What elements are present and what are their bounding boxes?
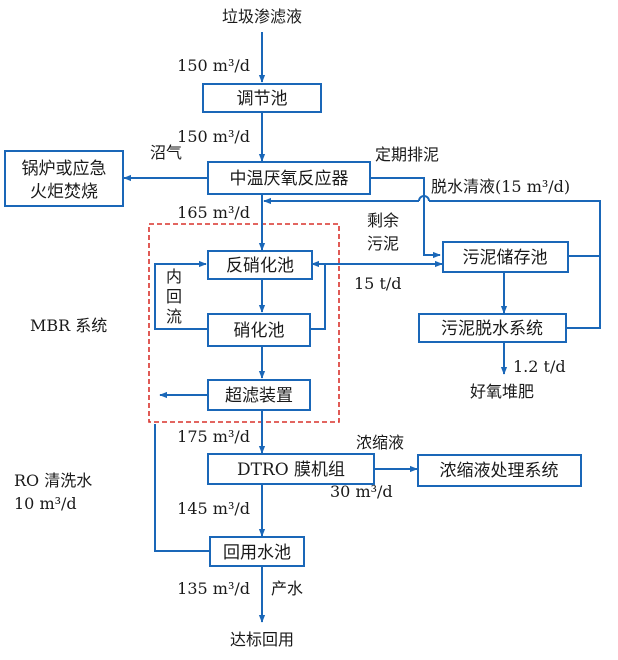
- excess-sludge-label-2: 污泥: [367, 234, 399, 253]
- sludge-storage-label: 污泥储存池: [463, 248, 548, 268]
- filtrate-label: 脱水清液(15 m³/d): [431, 177, 570, 196]
- nitrify-tank-label: 硝化池: [234, 321, 285, 341]
- concentrate-treatment-label: 浓缩液处理系统: [440, 461, 559, 481]
- mbr-system-label: MBR 系统: [30, 316, 107, 335]
- flow-150-b: 150 m³/d: [177, 127, 250, 146]
- flow-145: 145 m³/d: [177, 499, 250, 518]
- ultrafiltration-label: 超滤装置: [225, 386, 293, 406]
- denitrify-tank-label: 反硝化池: [226, 256, 294, 276]
- arrow-internal-reflux: [154, 260, 208, 330]
- adjust-tank-box: [202, 83, 322, 113]
- flow-30: 30 m³/d: [330, 482, 393, 501]
- adjust-tank-label: 调节池: [237, 89, 288, 109]
- diagram-title: 垃圾渗滤液: [222, 7, 302, 26]
- periodic-discharge-label: 定期排泥: [375, 145, 439, 164]
- concentrate-label: 浓缩液: [356, 433, 404, 452]
- flow-150-a: 150 m³/d: [177, 56, 250, 75]
- anaerobic-reactor-label: 中温厌氧反应器: [230, 169, 349, 189]
- denitrify-tank-box: [207, 250, 313, 280]
- concentrate-treatment-box: [417, 454, 582, 487]
- flow-175: 175 m³/d: [177, 427, 250, 446]
- reuse-pool-box: [209, 536, 305, 567]
- boiler-flare-box: [4, 150, 124, 207]
- internal-reflux-label-2: 回: [166, 287, 182, 306]
- reuse-pool-label: 回用水池: [223, 543, 291, 563]
- internal-reflux-label-1: 内: [166, 267, 182, 286]
- ro-clean-label: RO 清洗水: [14, 471, 92, 490]
- biogas-label: 沼气: [150, 143, 182, 162]
- anaerobic-reactor-box: [207, 161, 371, 195]
- product-water-label: 产水: [271, 579, 303, 598]
- boiler-label-line1: 锅炉或应急: [22, 159, 107, 179]
- boiler-label-line2: 火炬焚烧: [30, 182, 98, 202]
- line-filtrate-return: [429, 200, 601, 329]
- excess-sludge-label-1: 剩余: [367, 211, 399, 230]
- final-reuse-label: 达标回用: [230, 630, 294, 649]
- flow-135: 135 m³/d: [177, 579, 250, 598]
- compost-label: 好氧堆肥: [470, 382, 534, 401]
- compost-rate-label: 1.2 t/d: [513, 357, 566, 376]
- line-ro-clean-return: [154, 424, 210, 552]
- flow-165: 165 m³/d: [177, 203, 250, 222]
- sludge-rate-label: 15 t/d: [354, 274, 402, 293]
- dtro-unit-box: [207, 453, 375, 485]
- ro-clean-rate: 10 m³/d: [14, 494, 77, 513]
- arrow-periodic-discharge: [370, 177, 441, 259]
- sludge-dewater-box: [418, 313, 567, 343]
- dtro-unit-label: DTRO 膜机组: [237, 460, 345, 480]
- internal-reflux-label-3: 流: [166, 307, 182, 326]
- sludge-storage-box: [442, 241, 569, 273]
- sludge-dewater-label: 污泥脱水系统: [441, 319, 543, 339]
- mbr-system-boundary: [148, 223, 340, 423]
- ultrafiltration-box: [207, 379, 311, 411]
- line-filtrate-hop: [418, 195, 430, 202]
- nitrify-tank-box: [207, 313, 311, 347]
